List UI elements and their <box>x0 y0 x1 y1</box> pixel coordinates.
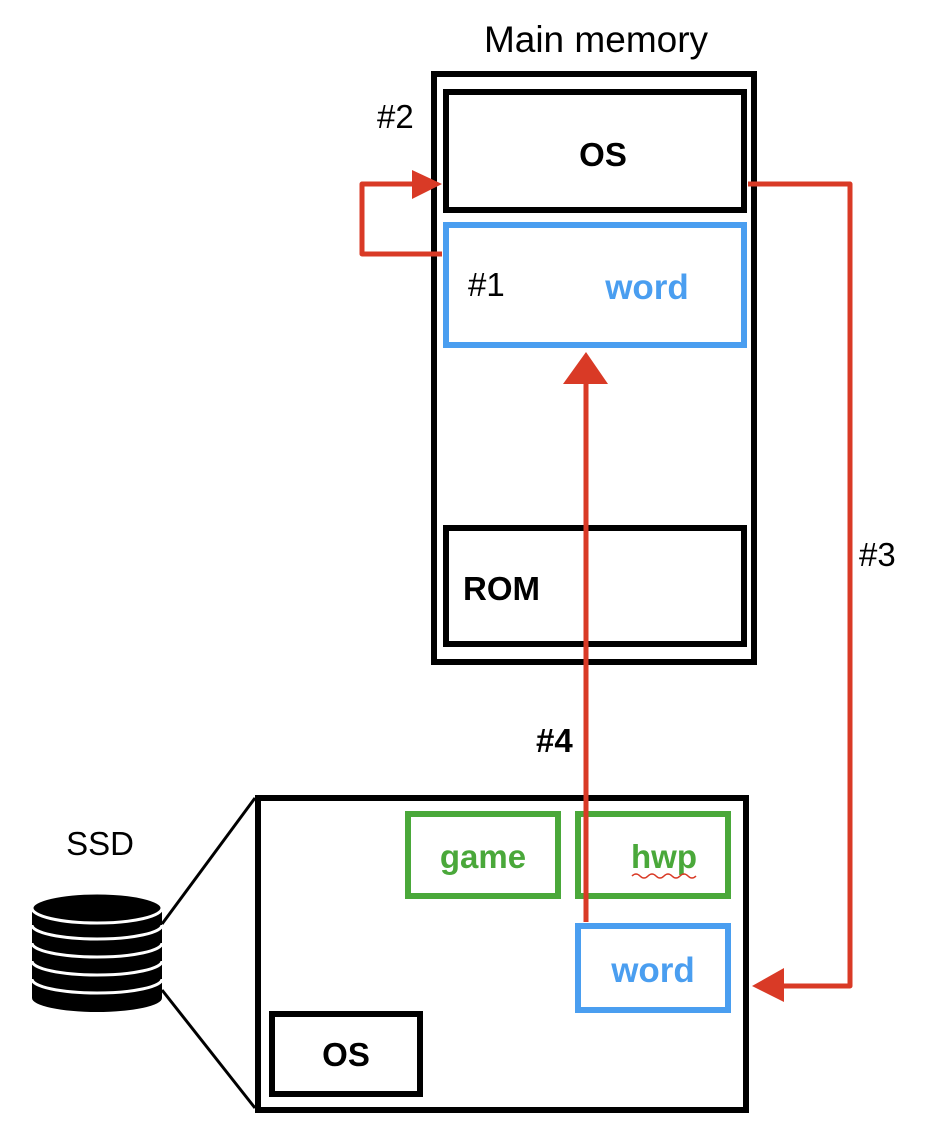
memory-rom-region <box>443 525 747 647</box>
step-1-label: #1 <box>468 266 505 303</box>
step-3-label: #3 <box>859 536 896 573</box>
spellcheck-underline <box>631 873 697 879</box>
ssd-game-file <box>405 811 561 899</box>
step-4-label: #4 <box>536 722 573 759</box>
ssd-hwp-file <box>575 811 731 899</box>
ssd-game-label: game <box>440 838 526 875</box>
step-2-arrow <box>359 181 442 257</box>
main-memory-title: Main memory <box>484 19 709 60</box>
step-4-arrowhead <box>563 352 608 384</box>
memory-os-label: OS <box>579 136 627 173</box>
step-3-arrowhead <box>752 968 784 1002</box>
main-memory-outline <box>431 71 757 665</box>
memory-rom-label: ROM <box>463 570 540 607</box>
step-3-arrow <box>748 181 853 989</box>
ssd-word-label: word <box>610 951 695 990</box>
ssd-title: SSD <box>66 825 134 862</box>
memory-word-process <box>443 222 747 348</box>
ssd-hwp-label: hwp <box>631 838 697 875</box>
ssd-os-label: OS <box>322 1036 370 1073</box>
ssd-storage-box <box>255 795 749 1113</box>
zoom-line-bottom <box>160 989 257 1109</box>
memory-word-label: word <box>604 268 689 307</box>
ssd-icon <box>30 891 164 1012</box>
ssd-word-file <box>575 923 731 1013</box>
step-2-label: #2 <box>377 98 414 135</box>
ssd-os-file <box>269 1011 423 1097</box>
zoom-line-top <box>160 797 257 925</box>
memory-os-region <box>443 89 747 213</box>
step-2-arrowhead <box>412 170 442 199</box>
